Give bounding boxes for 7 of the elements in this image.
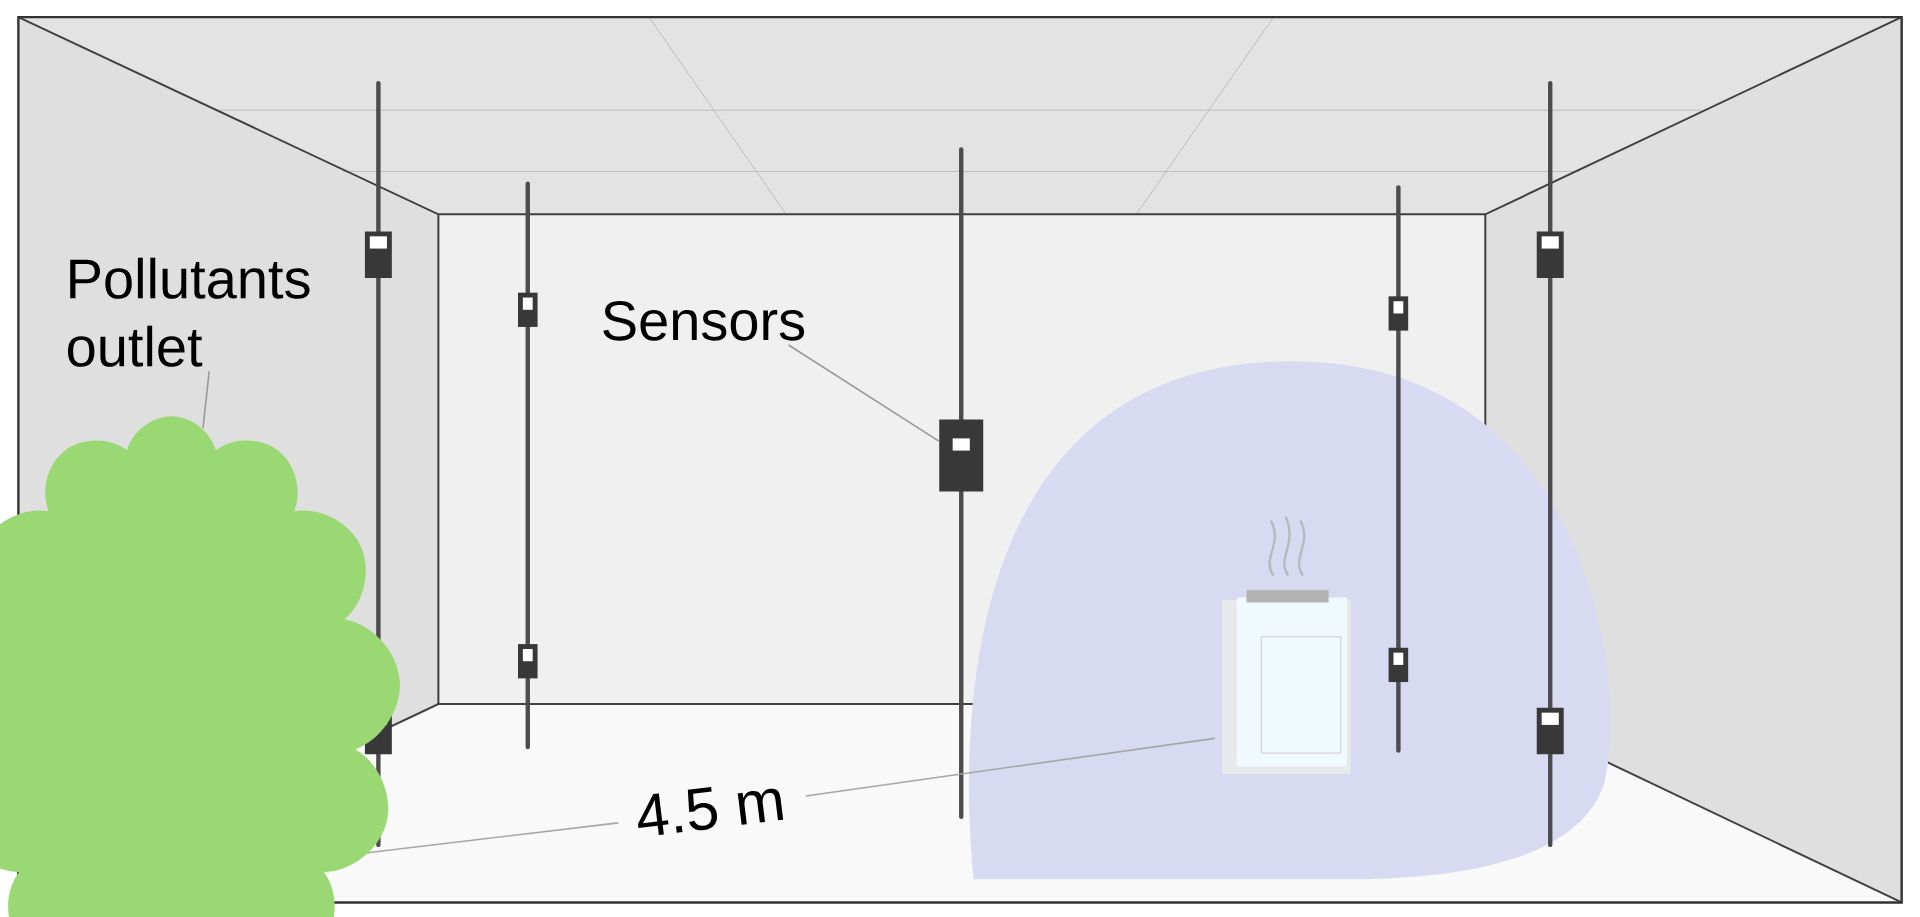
leader-line: [202, 370, 210, 430]
callout-text: Pollutants outlet: [68, 257, 310, 367]
dimension-label: 4.5 m: [637, 786, 784, 835]
pollutant-cloud: [0, 416, 400, 917]
leader-line: [787, 344, 940, 442]
callout-text: Sensors: [603, 300, 805, 341]
sensor: [939, 419, 984, 492]
